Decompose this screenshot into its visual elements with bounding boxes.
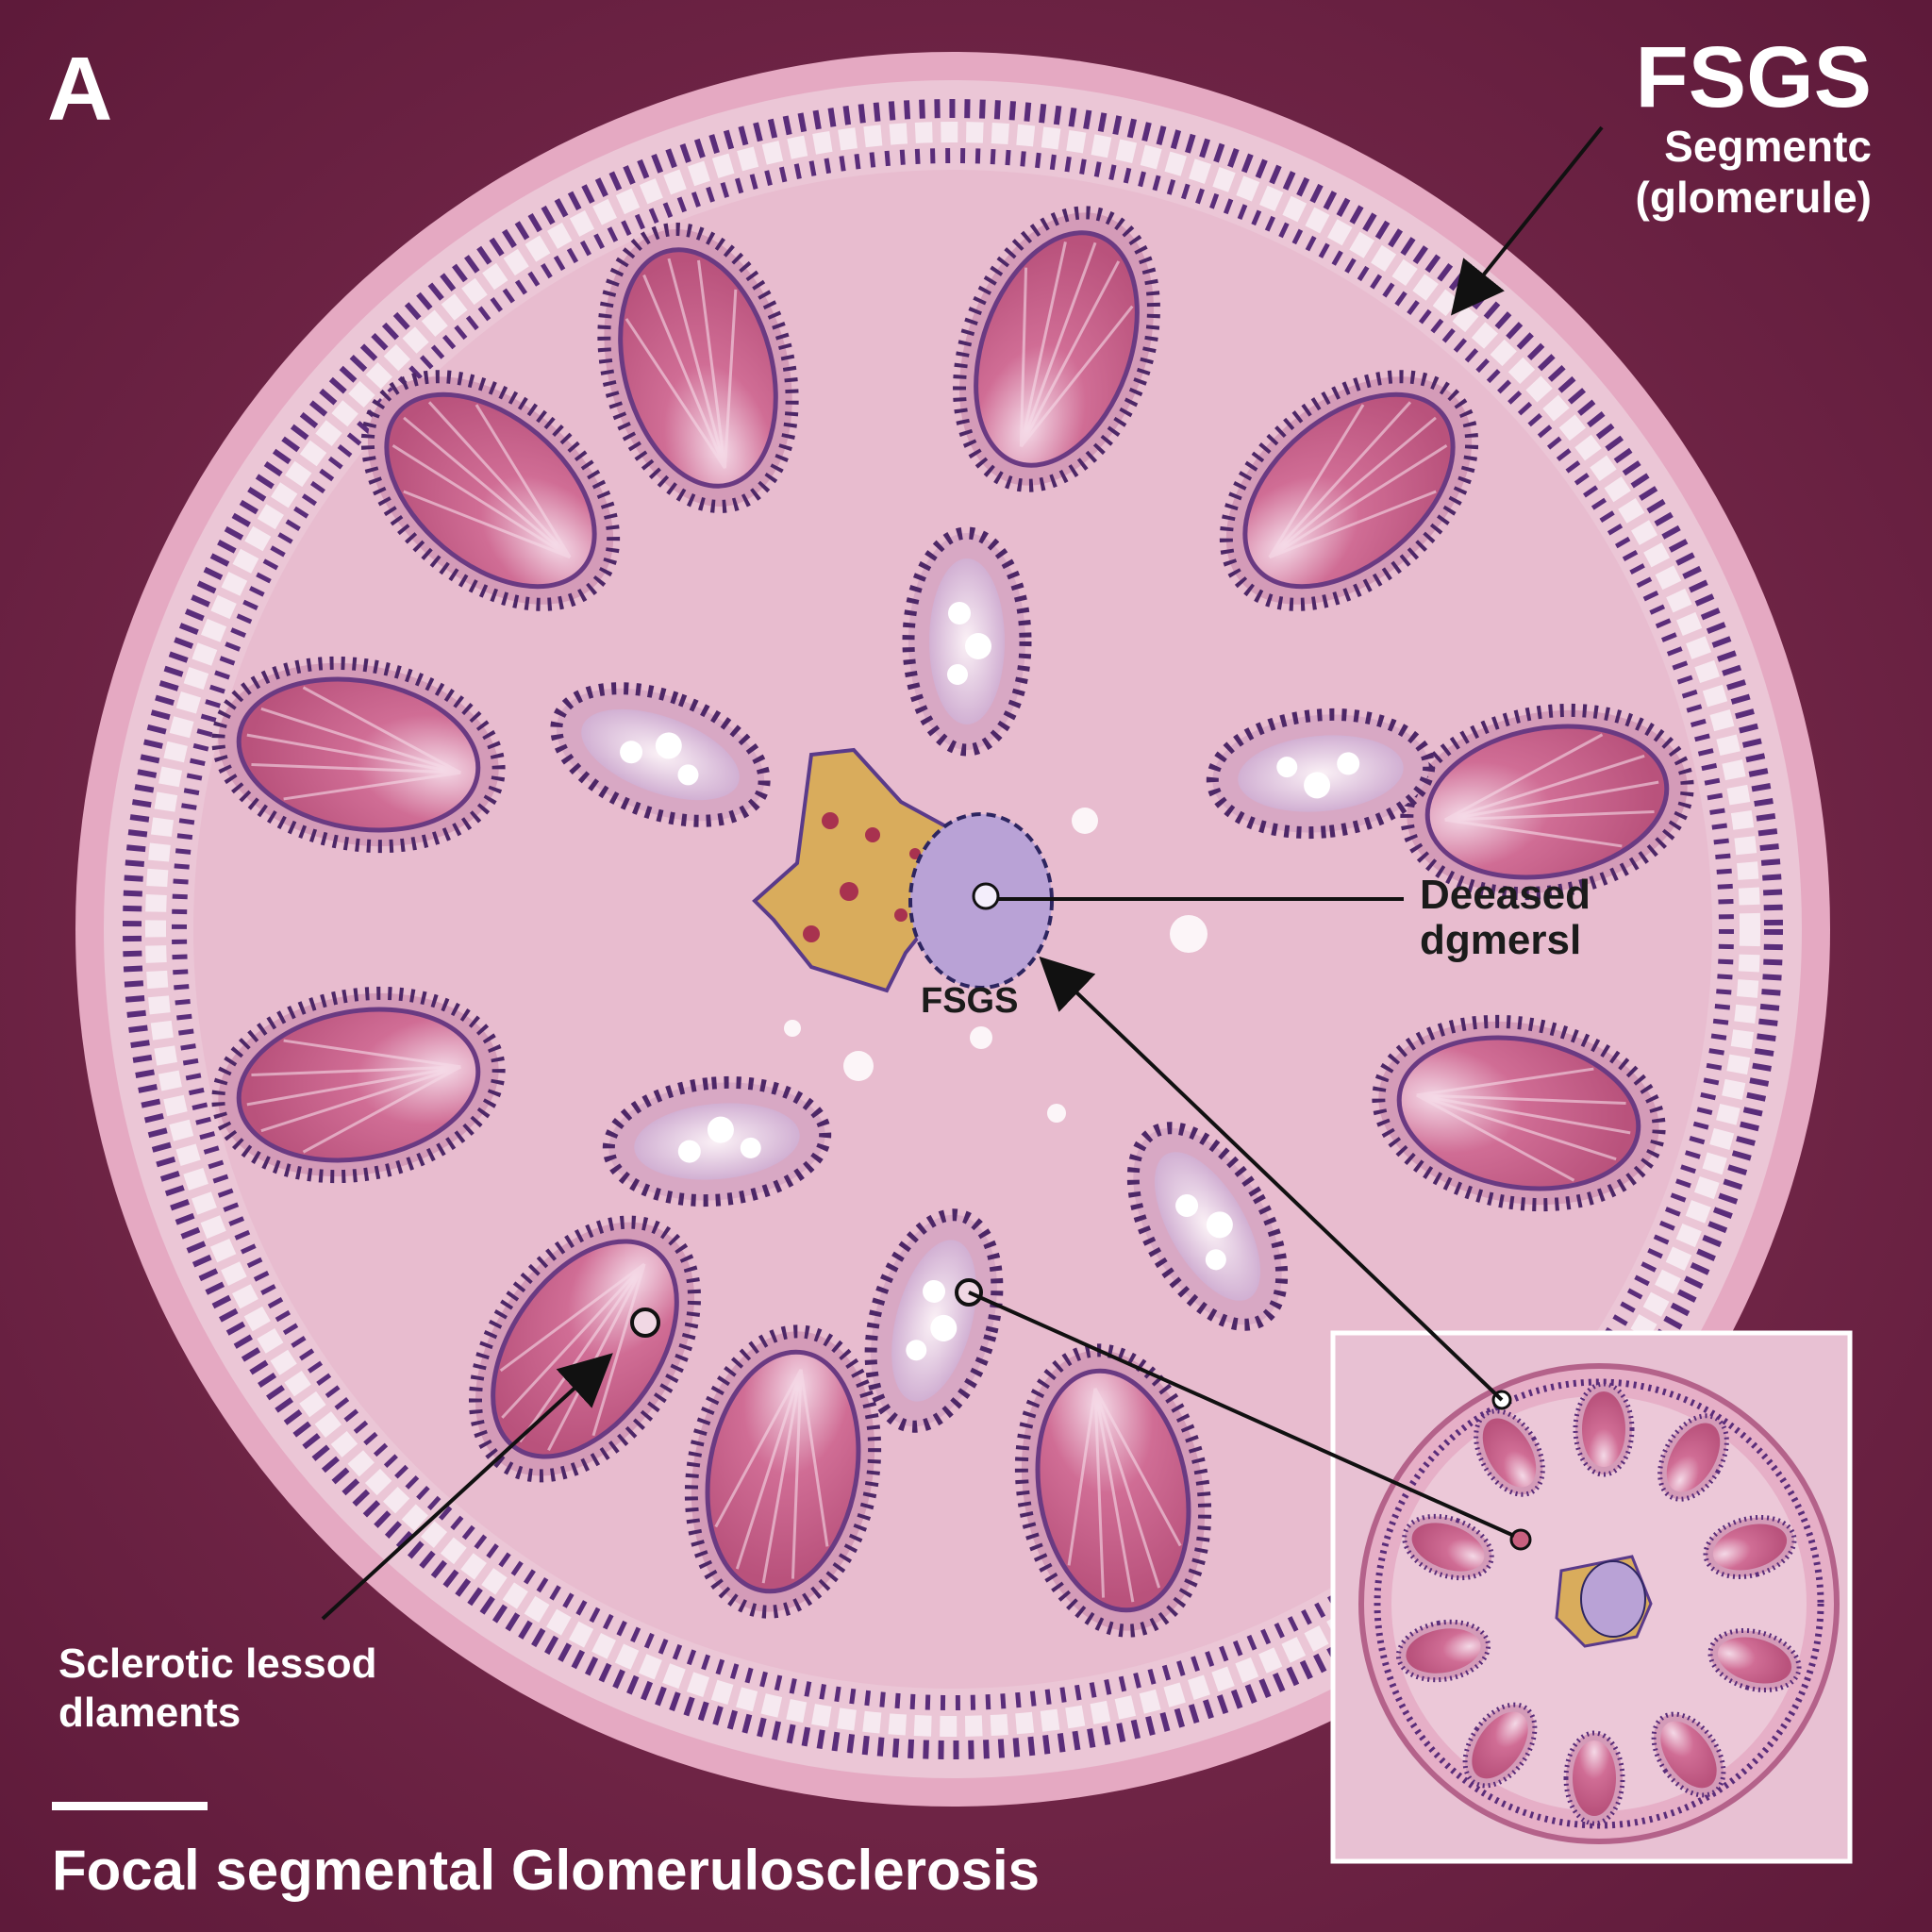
focus-marker-left	[630, 1307, 660, 1338]
leader-lines	[321, 125, 1604, 1621]
sclerotic-lesion	[752, 747, 1054, 993]
figure-subtitle: Segmentc (glomerule)	[1635, 122, 1872, 222]
panel-letter: A	[47, 39, 113, 140]
figure-caption: Focal segmental Glomerulosclerosis	[52, 1839, 1041, 1902]
inset-overview	[1330, 1330, 1853, 1864]
mesangial-vacuoles	[784, 808, 1208, 1123]
label-lesion: FSGS	[921, 981, 1019, 1021]
figure-title: FSGS	[1635, 29, 1872, 125]
label-sclerotic: Sclerotic lessod dlaments	[58, 1641, 377, 1736]
label-diseased: Deeased dgmersl	[1420, 872, 1591, 963]
scale-bar	[52, 1802, 208, 1810]
